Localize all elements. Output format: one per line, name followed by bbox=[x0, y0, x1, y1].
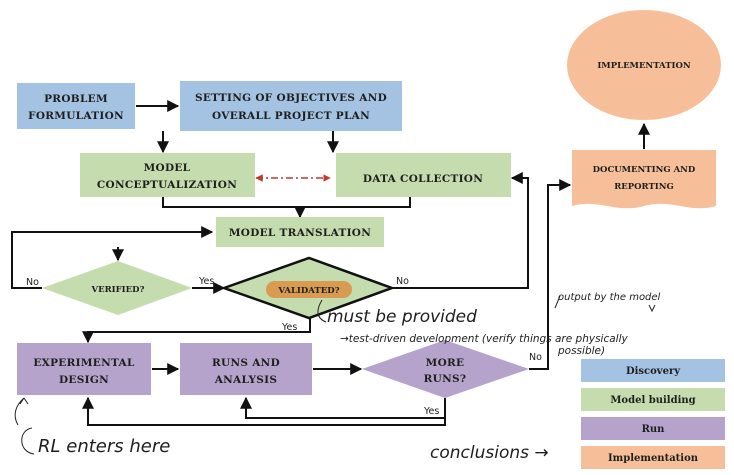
hand-bracket-rl bbox=[21, 427, 35, 455]
svg-text:Implementation: Implementation bbox=[608, 453, 699, 464]
svg-text:Model building: Model building bbox=[610, 395, 695, 406]
hand-caret bbox=[648, 304, 656, 313]
svg-text:MORE: MORE bbox=[426, 357, 465, 369]
arrow-validated-yes bbox=[82, 318, 311, 344]
svg-text:MODEL TRANSLATION: MODEL TRANSLATION bbox=[229, 227, 371, 239]
svg-text:SETTING OF OBJECTIVES AND: SETTING OF OBJECTIVES AND bbox=[195, 92, 387, 104]
annotation-must-be-provided: must be provided bbox=[327, 307, 477, 327]
svg-text:VALIDATED?: VALIDATED? bbox=[277, 286, 339, 296]
node-problem-formulation: PROBLEM FORMULATION bbox=[17, 83, 135, 129]
annotation-rl-enters-here: RL enters here bbox=[38, 436, 170, 457]
svg-text:RUNS AND: RUNS AND bbox=[212, 357, 280, 369]
edge-label-more-runs-no: No bbox=[529, 352, 542, 363]
connectors bbox=[11, 100, 650, 426]
svg-text:REPORTING: REPORTING bbox=[614, 182, 674, 192]
validated-pill bbox=[266, 281, 352, 298]
node-documenting-reporting: DOCUMENTING AND REPORTING bbox=[572, 150, 716, 209]
edge-label-verified-yes: Yes bbox=[198, 276, 214, 287]
svg-text:OVERALL PROJECT PLAN: OVERALL PROJECT PLAN bbox=[212, 110, 370, 122]
node-objectives: SETTING OF OBJECTIVES AND OVERALL PROJEC… bbox=[180, 81, 402, 131]
node-validated: VALIDATED? bbox=[220, 256, 396, 320]
annotation-output-by-model: output by the model bbox=[558, 292, 661, 303]
legend-item-implementation: Implementation bbox=[581, 446, 725, 469]
node-model-conceptualization: MODEL CONCEPTUALIZATION bbox=[80, 153, 255, 197]
annotation-possible: possible) bbox=[557, 345, 605, 357]
svg-text:DESIGN: DESIGN bbox=[59, 374, 109, 386]
loop-to-experimental bbox=[82, 396, 446, 426]
svg-text:VERIFIED?: VERIFIED? bbox=[91, 285, 145, 295]
svg-text:RUNS?: RUNS? bbox=[424, 373, 467, 385]
node-more-runs: MORE RUNS? bbox=[362, 340, 529, 398]
node-model-translation: MODEL TRANSLATION bbox=[216, 217, 384, 247]
node-verified: VERIFIED? bbox=[42, 261, 192, 315]
node-runs-and-analysis: RUNS AND ANALYSIS bbox=[180, 343, 312, 395]
legend-item-run: Run bbox=[581, 417, 725, 440]
merge-line bbox=[162, 197, 411, 208]
legend-item-discovery: Discovery bbox=[581, 359, 725, 382]
svg-text:CONCEPTUALIZATION: CONCEPTUALIZATION bbox=[97, 179, 237, 191]
loop-validated-no bbox=[388, 172, 529, 289]
loop-verified-no bbox=[11, 226, 214, 289]
arrow-more-runs-no bbox=[529, 179, 572, 370]
hand-hook-validated bbox=[317, 299, 327, 323]
edge-label-more-runs-yes: Yes bbox=[423, 406, 439, 417]
svg-text:ANALYSIS: ANALYSIS bbox=[214, 374, 278, 386]
edge-labels: No Yes No Yes No Yes bbox=[26, 276, 542, 417]
svg-text:DATA COLLECTION: DATA COLLECTION bbox=[363, 173, 483, 185]
node-experimental-design: EXPERIMENTAL DESIGN bbox=[17, 343, 151, 395]
svg-text:FORMULATION: FORMULATION bbox=[28, 110, 124, 122]
legend-item-model-building: Model building bbox=[581, 388, 725, 411]
svg-text:EXPERIMENTAL: EXPERIMENTAL bbox=[33, 357, 135, 369]
loop-more-runs-yes bbox=[240, 396, 446, 419]
svg-text:MODEL: MODEL bbox=[144, 162, 191, 174]
annotation-test-driven: →test-driven development (verify things … bbox=[340, 333, 629, 345]
svg-text:DOCUMENTING AND: DOCUMENTING AND bbox=[593, 165, 696, 175]
hand-arrow-rl bbox=[14, 397, 29, 426]
node-implementation: IMPLEMENTATION bbox=[567, 10, 721, 120]
annotation-conclusions: conclusions → bbox=[430, 443, 549, 463]
svg-text:Discovery: Discovery bbox=[626, 366, 681, 377]
handwritten-annotations: must be provided →test-driven developmen… bbox=[14, 292, 661, 463]
edge-label-validated-yes: Yes bbox=[281, 322, 297, 333]
node-data-collection: DATA COLLECTION bbox=[336, 153, 511, 197]
edge-label-verified-no: No bbox=[26, 277, 39, 288]
hand-tick-output bbox=[554, 295, 561, 309]
legend: Discovery Model building Run Implementat… bbox=[581, 359, 725, 469]
edge-label-validated-no: No bbox=[396, 276, 409, 287]
svg-text:IMPLEMENTATION: IMPLEMENTATION bbox=[597, 61, 691, 71]
svg-text:Run: Run bbox=[642, 424, 666, 435]
svg-text:PROBLEM: PROBLEM bbox=[44, 93, 108, 105]
